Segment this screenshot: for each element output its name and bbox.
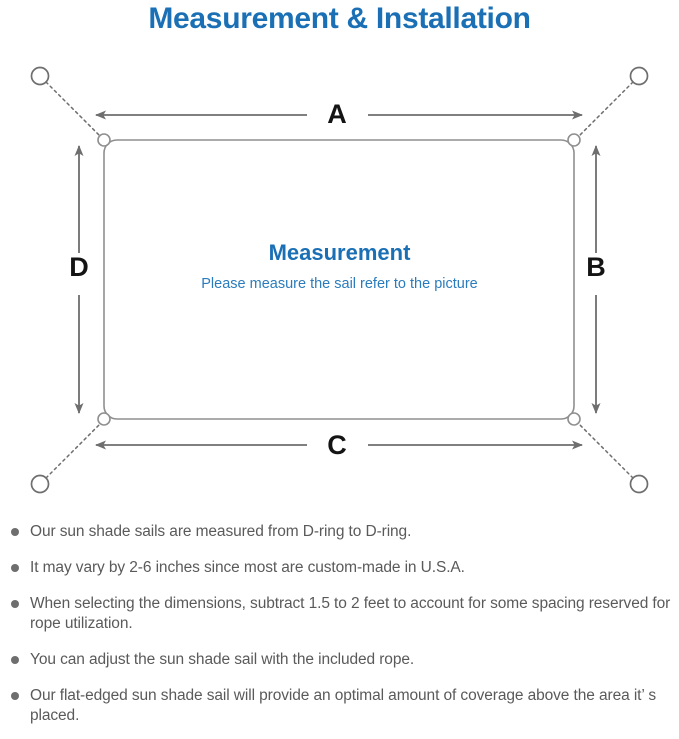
sail-outline: [103, 139, 575, 420]
anchor-circle-icon-top-right: [629, 66, 649, 86]
notes-list: Our sun shade sails are measured from D-…: [0, 522, 679, 726]
bullet-dot-icon: [11, 692, 19, 700]
page-title: Measurement & Installation: [148, 2, 531, 35]
d-ring-icon-top-right: [567, 133, 581, 147]
bullet-dot-icon: [11, 528, 19, 536]
diagram-svg: [30, 66, 649, 494]
list-item-text: Our sun shade sails are measured from D-…: [30, 523, 412, 540]
bullet-dot-icon: [11, 564, 19, 572]
dotted-rope-line-top-right: [578, 81, 634, 137]
dimension-label-d: D: [69, 252, 89, 282]
dotted-rope-line-top-left: [45, 81, 101, 137]
list-item-text: When selecting the dimensions, subtract …: [30, 595, 671, 632]
list-item-text: You can adjust the sun shade sail with t…: [30, 651, 415, 668]
anchor-circle-icon-bottom-right: [629, 474, 649, 494]
measurement-heading: Measurement: [268, 240, 411, 265]
d-ring-icon-bottom-right: [567, 412, 581, 426]
d-ring-icon-bottom-left: [97, 412, 111, 426]
list-item: Our sun shade sails are measured from D-…: [0, 522, 679, 542]
d-ring-icon-top-left: [97, 133, 111, 147]
list-item: You can adjust the sun shade sail with t…: [0, 650, 679, 670]
measurement-subtitle: Please measure the sail refer to the pic…: [201, 276, 478, 292]
list-item-text: Our flat-edged sun shade sail will provi…: [30, 687, 656, 724]
list-item: When selecting the dimensions, subtract …: [0, 594, 679, 634]
list-item-text: It may vary by 2-6 inches since most are…: [30, 559, 465, 576]
dotted-rope-line-bottom-left: [45, 423, 101, 479]
anchor-circle-icon-top-left: [30, 66, 50, 86]
bullet-dot-icon: [11, 656, 19, 664]
list-item: It may vary by 2-6 inches since most are…: [0, 558, 679, 578]
bullet-dot-icon: [11, 600, 19, 608]
dimension-label-c: C: [327, 430, 347, 460]
dimension-label-a: A: [327, 99, 347, 129]
dimension-label-b: B: [586, 252, 606, 282]
anchor-circle-icon-bottom-left: [30, 474, 50, 494]
measurement-diagram: Measurement Please measure the sail refe…: [0, 48, 679, 518]
list-item: Our flat-edged sun shade sail will provi…: [0, 686, 679, 726]
dotted-rope-line-bottom-right: [578, 423, 634, 479]
